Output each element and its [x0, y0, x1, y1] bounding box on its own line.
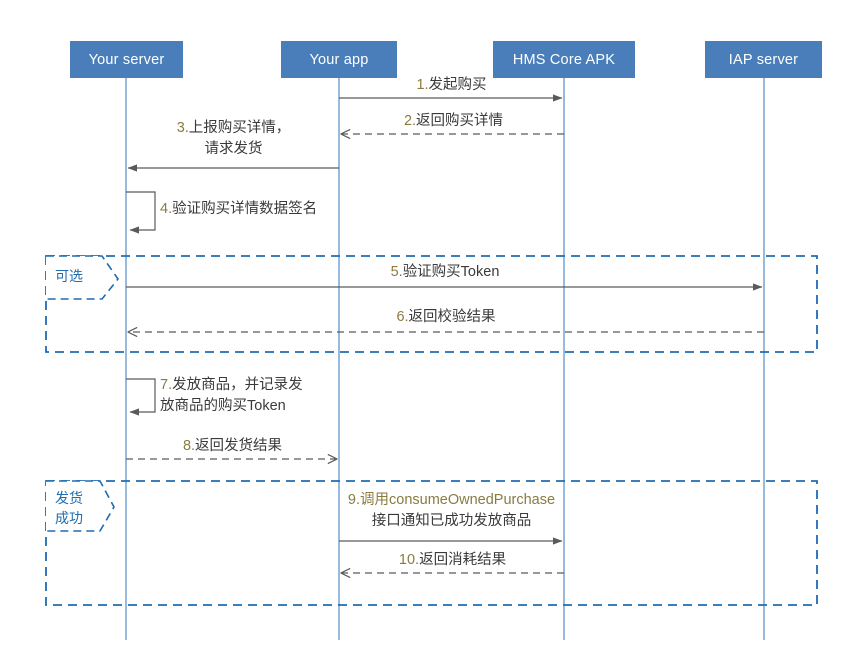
msg-3-line-1: 3.上报购买详情， — [128, 118, 339, 139]
participant-your-app[interactable]: Your app — [281, 41, 397, 78]
msg-4-label: 4.验证购买详情数据签名 — [160, 200, 390, 219]
msg-8-label: 8.返回发货结果 — [126, 437, 339, 456]
lifelines — [125, 78, 765, 640]
msg-9-line-1: 9.调用consumeOwnedPurchase — [339, 490, 564, 511]
participant-your-server-label: Your server — [88, 51, 165, 68]
msg-10-number: 10. — [398, 552, 420, 568]
msg-3-number: 3. — [176, 120, 189, 136]
msg-6-number: 6. — [396, 309, 409, 325]
msg-7-line-1: 7.发放商品，并记录发 — [160, 375, 342, 396]
participant-iap-server[interactable]: IAP server — [705, 41, 822, 78]
msg-2-label: 2.返回购买详情 — [341, 112, 566, 131]
participant-hms-core-apk[interactable]: HMS Core APK — [493, 41, 635, 78]
msg-3-label: 3.上报购买详情， 请求发货 — [128, 118, 339, 160]
msg-4-text: 验证购买详情数据签名 — [172, 201, 318, 217]
msg-6-text: 返回校验结果 — [408, 309, 496, 325]
msg-7-text: 发放商品，并记录发 — [172, 377, 303, 393]
msg-5-label: 5.验证购买Token — [126, 263, 764, 282]
participant-iap-server-label: IAP server — [728, 51, 799, 68]
fragment-optional-label: 可选 — [55, 266, 83, 286]
fragment-delivery-success-frame — [45, 480, 818, 606]
msg-8-number: 8. — [182, 438, 196, 454]
msg-4-number: 4. — [160, 201, 173, 217]
msg-7-label: 7.发放商品，并记录发 放商品的购买Token — [160, 375, 342, 417]
fragment-delivery-success-label-line-2: 成功 — [55, 510, 83, 526]
msg-9-number: 9. — [347, 492, 361, 508]
fragment-optional-border — [45, 255, 818, 353]
msg-2-number: 2. — [403, 113, 417, 129]
participant-your-app-label: Your app — [309, 51, 369, 68]
msg-1-text: 发起购买 — [428, 77, 487, 93]
msg-9-text: 调用consumeOwnedPurchase — [360, 492, 556, 508]
fragment-delivery-success-label-box — [46, 480, 115, 532]
arrow-msg-4-self — [126, 191, 156, 234]
fragment-delivery-success-label-line-1: 发货 — [55, 490, 83, 506]
msg-1-label: 1.发起购买 — [339, 76, 564, 95]
msg-1-number: 1. — [416, 77, 429, 93]
fragment-optional-frame — [45, 255, 818, 353]
arrow-msg-7-self — [126, 378, 156, 416]
fragment-delivery-success-label: 发货 成功 — [55, 488, 83, 528]
msg-2-text: 返回购买详情 — [416, 113, 504, 129]
msg-5-number: 5. — [390, 264, 403, 280]
msg-9-line-2: 接口通知已成功发放商品 — [371, 513, 532, 529]
msg-5-text: 验证购买Token — [402, 264, 500, 280]
msg-10-text: 返回消耗结果 — [419, 552, 507, 568]
fragment-delivery-success-border — [45, 480, 818, 606]
msg-7-number: 7. — [160, 377, 173, 393]
msg-3-text: 上报购买详情， — [188, 120, 291, 136]
msg-9-label: 9.调用consumeOwnedPurchase 接口通知已成功发放商品 — [339, 490, 564, 532]
fragment-optional-label-box — [46, 255, 119, 300]
fragment-optional-label-line-1: 可选 — [55, 268, 83, 284]
msg-3-line-2: 请求发货 — [204, 141, 263, 157]
msg-6-label: 6.返回校验结果 — [128, 308, 764, 327]
msg-7-line-2: 放商品的购买Token — [160, 398, 286, 414]
participant-hms-core-apk-label: HMS Core APK — [512, 51, 616, 68]
participant-your-server[interactable]: Your server — [70, 41, 183, 78]
msg-8-text: 返回发货结果 — [195, 438, 283, 454]
msg-10-label: 10.返回消耗结果 — [341, 551, 564, 570]
